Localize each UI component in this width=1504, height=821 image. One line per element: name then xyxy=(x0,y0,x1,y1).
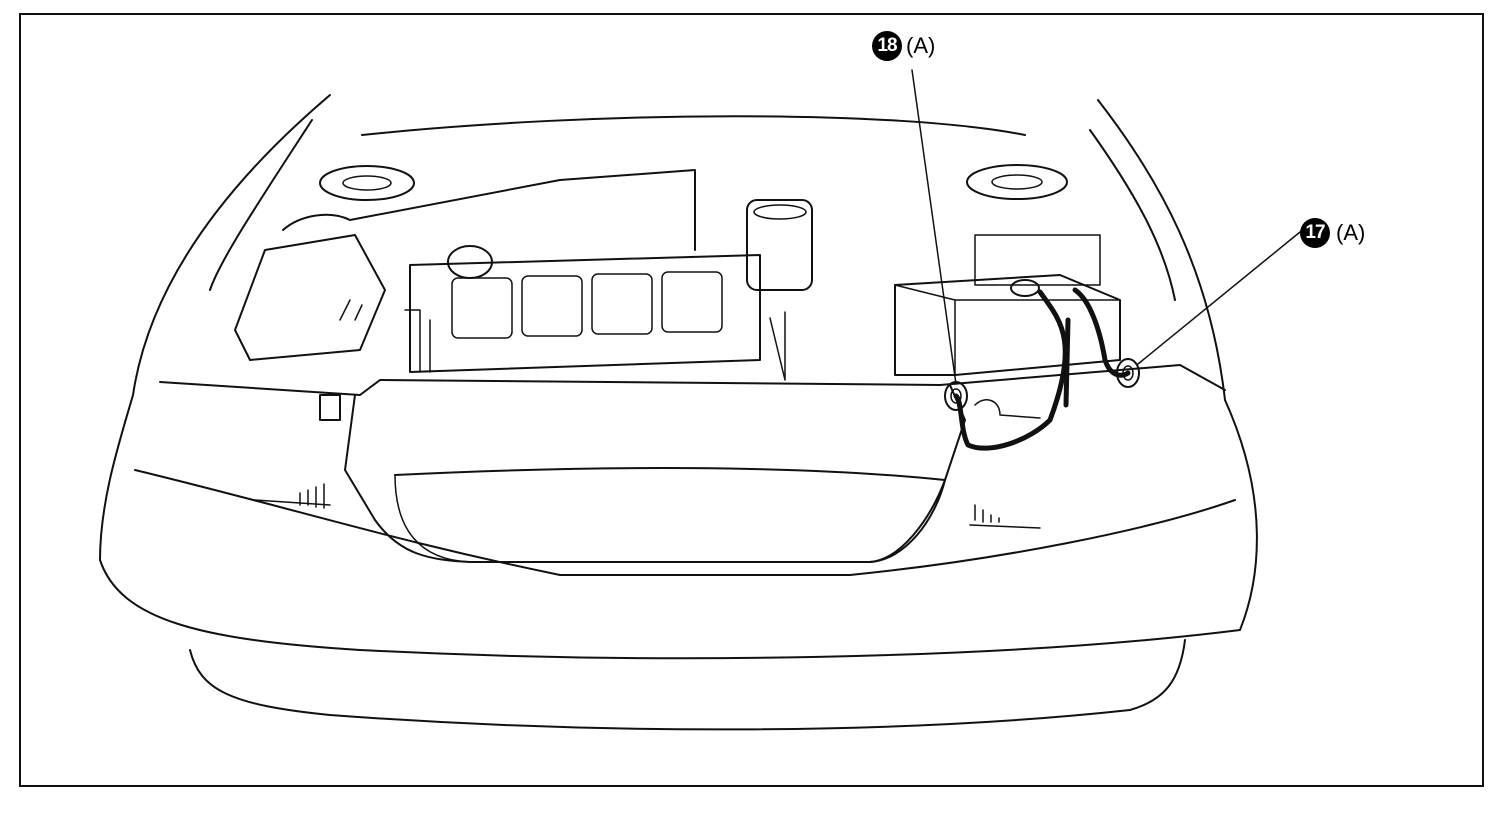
reservoir xyxy=(746,199,813,291)
radiator-support xyxy=(159,364,1226,396)
engine-cover xyxy=(409,254,761,373)
ground-point-17 xyxy=(1116,358,1140,388)
right-strut-top xyxy=(966,164,1068,200)
battery xyxy=(894,274,1121,376)
leader-17 xyxy=(1137,231,1301,365)
left-inner-fender xyxy=(209,119,313,291)
battery-box xyxy=(974,234,1101,286)
front-bumper xyxy=(99,394,1258,660)
hood-latch xyxy=(319,394,341,421)
right-strut-inner xyxy=(991,174,1043,190)
left-strut-inner xyxy=(342,175,392,191)
callout-17-label: (A) xyxy=(1336,220,1366,245)
callout-18-badge: 18 xyxy=(872,31,902,61)
air-intake xyxy=(282,169,696,251)
callout-18-label: (A) xyxy=(906,33,936,58)
left-fender-line xyxy=(132,94,331,396)
figure-frame xyxy=(19,13,1484,787)
right-inner-fender xyxy=(1089,129,1176,301)
cowl-line xyxy=(361,115,1026,136)
callout-17-badge: 17 xyxy=(1300,218,1330,248)
ground-cable-17 xyxy=(1072,287,1131,378)
leader-18 xyxy=(911,69,957,385)
right-fender-line xyxy=(1097,99,1226,401)
battery-terminal xyxy=(1010,279,1040,297)
air-cleaner xyxy=(234,234,386,361)
left-strut-top xyxy=(319,165,415,201)
grille xyxy=(394,467,946,563)
